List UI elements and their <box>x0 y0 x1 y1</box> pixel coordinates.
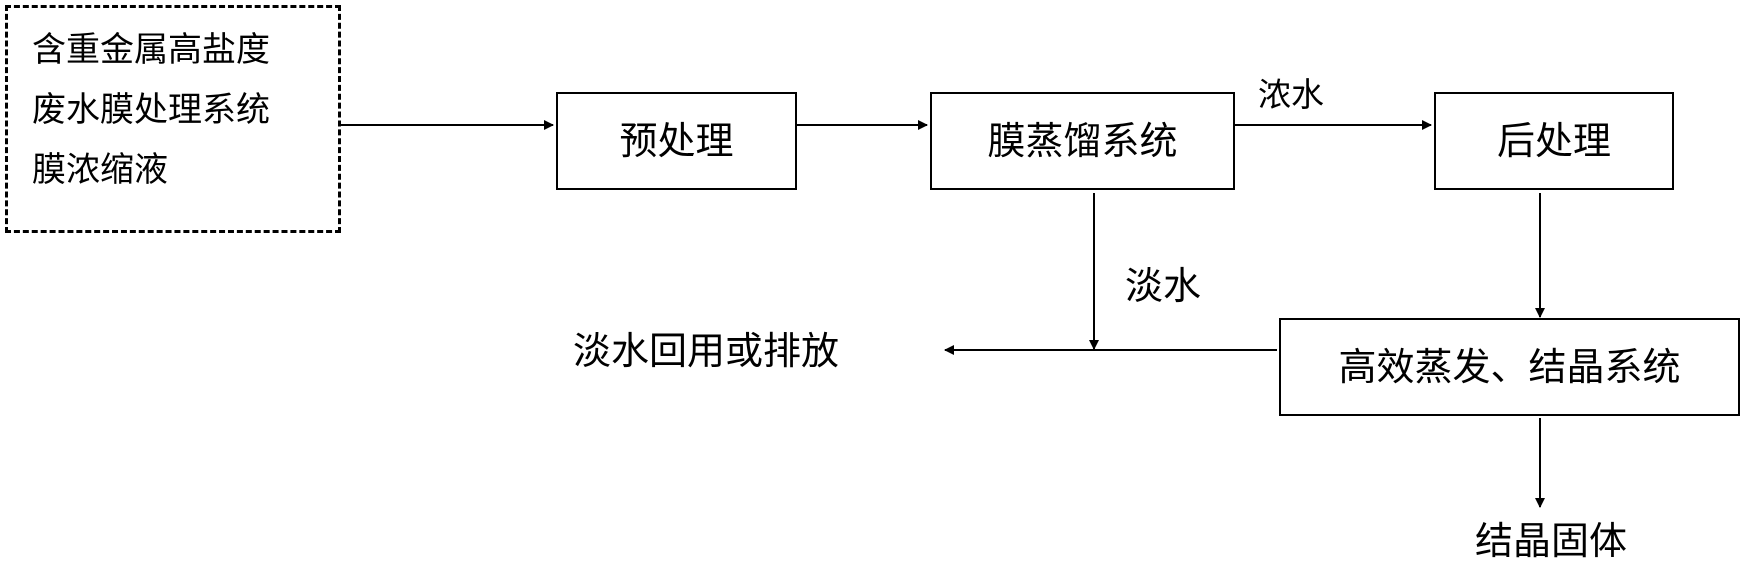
post-treatment-box: 后处理 <box>1434 92 1674 190</box>
fresh-water-reuse-label: 淡水回用或排放 <box>573 329 840 373</box>
pretreatment-label: 预处理 <box>619 119 734 163</box>
source-line-2: 废水膜处理系统 <box>32 90 270 130</box>
source-box: 含重金属高盐度 废水膜处理系统 膜浓缩液 <box>5 5 341 233</box>
crystal-solid-label: 结晶固体 <box>1475 519 1628 563</box>
edge-label-fresh-water: 淡水 <box>1125 264 1202 308</box>
membrane-distillation-label: 膜蒸馏系统 <box>987 119 1178 163</box>
pretreatment-box: 预处理 <box>556 92 797 190</box>
source-line-3: 膜浓缩液 <box>32 150 168 190</box>
evaporation-crystallization-box: 高效蒸发、结晶系统 <box>1279 318 1740 416</box>
evaporation-crystallization-label: 高效蒸发、结晶系统 <box>1338 345 1681 389</box>
post-treatment-label: 后处理 <box>1496 119 1611 163</box>
membrane-distillation-box: 膜蒸馏系统 <box>930 92 1235 190</box>
source-line-1: 含重金属高盐度 <box>32 30 270 70</box>
edge-label-concentrate: 浓水 <box>1258 75 1324 114</box>
